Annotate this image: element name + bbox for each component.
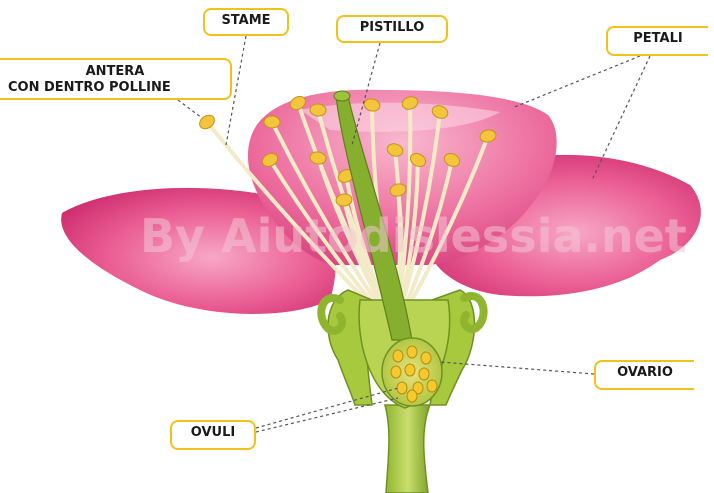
label-ovario: OVARIO — [594, 360, 694, 390]
leader-ovuli-2 — [256, 398, 398, 432]
ovule — [391, 366, 401, 378]
stem — [385, 405, 430, 493]
watermark: By Aiutodislessia.net — [140, 209, 687, 263]
label-antera: ANTERA CON DENTRO POLLINE — [0, 58, 232, 100]
label-antera-line1: ANTERA — [8, 64, 222, 80]
label-ovuli: OVULI — [170, 420, 256, 450]
leader-antera — [178, 100, 202, 118]
label-antera-line2: CON DENTRO POLLINE — [8, 80, 222, 96]
ovule — [397, 382, 407, 394]
stigma — [334, 91, 350, 101]
ovule — [407, 390, 417, 402]
ovule — [427, 380, 437, 392]
leader-petali-1 — [512, 56, 640, 108]
ovule — [407, 346, 417, 358]
ovule — [421, 352, 431, 364]
label-pistillo: PISTILLO — [336, 15, 448, 43]
label-stame: STAME — [203, 8, 289, 36]
ovule — [419, 368, 429, 380]
label-petali: PETALI — [606, 26, 708, 56]
ovule — [393, 350, 403, 362]
anther — [264, 116, 280, 129]
leader-ovuli-1 — [256, 388, 398, 428]
ovule — [405, 364, 415, 376]
